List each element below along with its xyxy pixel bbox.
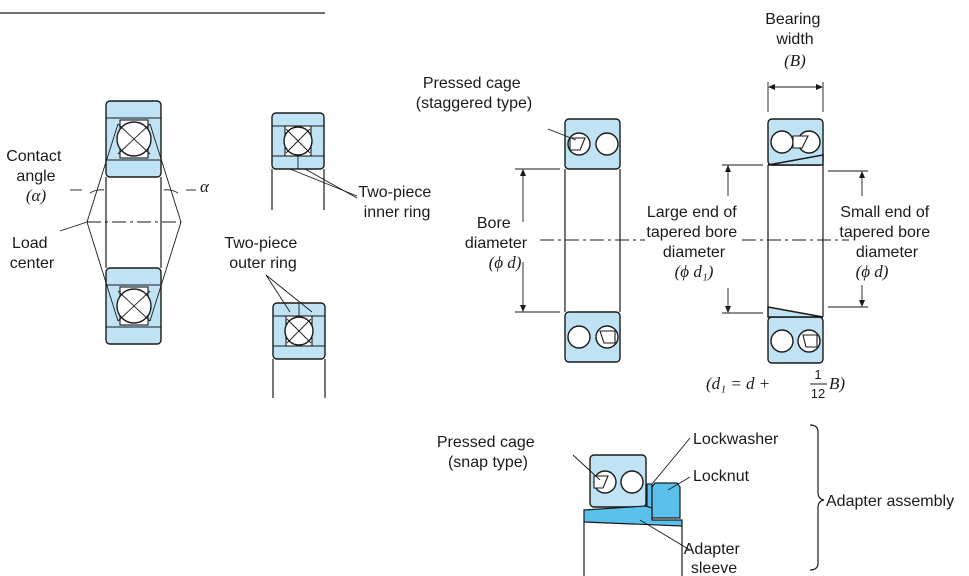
two-piece-inner-ring-label: Two-piece inner ring — [358, 184, 435, 221]
two-piece-inner-ring-bearing — [271, 112, 358, 210]
svg-text:12: 12 — [811, 386, 825, 401]
adapter-assembly-label: Adapter assembly — [826, 493, 954, 510]
large-end-label: Large end of tapered bore diameter — [646, 204, 741, 261]
ball — [567, 325, 591, 349]
bore-diameter-symbol: (ϕ d) — [489, 253, 522, 272]
svg-text:1: 1 — [814, 367, 821, 382]
ball — [620, 470, 644, 494]
adapter-assembly-brace — [809, 424, 825, 571]
locknut-label: Locknut — [693, 468, 750, 485]
locknut — [651, 482, 681, 519]
tapered-bore-formula: (d₁ = d + 1 12 B) — [706, 367, 845, 401]
svg-text:B): B) — [829, 374, 845, 393]
bore-diameter-label: Bore diameter — [465, 215, 528, 252]
adapter-sleeve-label: Adapter sleeve — [684, 541, 745, 576]
angular-contact-bearing — [59, 100, 196, 345]
contact-angle-symbol: (α) — [26, 186, 47, 205]
lockwasher-label: Lockwasher — [693, 431, 779, 448]
alpha-symbol: α — [200, 177, 210, 196]
small-end-label: Small end of tapered bore diameter — [839, 204, 934, 261]
bearing-width-symbol: (B) — [784, 51, 806, 70]
ball — [770, 329, 794, 353]
tapered-bore-bearing — [722, 82, 868, 364]
self-aligning-bearing — [515, 118, 645, 363]
pressed-cage-staggered-label: Pressed cage (staggered type) — [416, 75, 533, 112]
ball — [595, 132, 619, 156]
load-center-label: Load center — [10, 235, 55, 272]
ball — [770, 130, 794, 154]
small-end-symbol: (ϕ d) — [856, 262, 889, 281]
adapter-assembly-drawing — [572, 424, 825, 576]
adapter-sleeve — [583, 505, 683, 527]
bearing-width-label: Bearing width — [765, 11, 825, 48]
large-end-symbol: (ϕ d₁) — [675, 262, 714, 281]
contact-angle-label: Contact angle — [6, 148, 66, 185]
pressed-cage-snap-label: Pressed cage (snap type) — [437, 434, 539, 471]
svg-text:(d₁ = d +: (d₁ = d + — [706, 374, 770, 393]
two-piece-outer-ring-bearing — [265, 274, 326, 398]
two-piece-outer-ring-label: Two-piece outer ring — [224, 235, 301, 272]
